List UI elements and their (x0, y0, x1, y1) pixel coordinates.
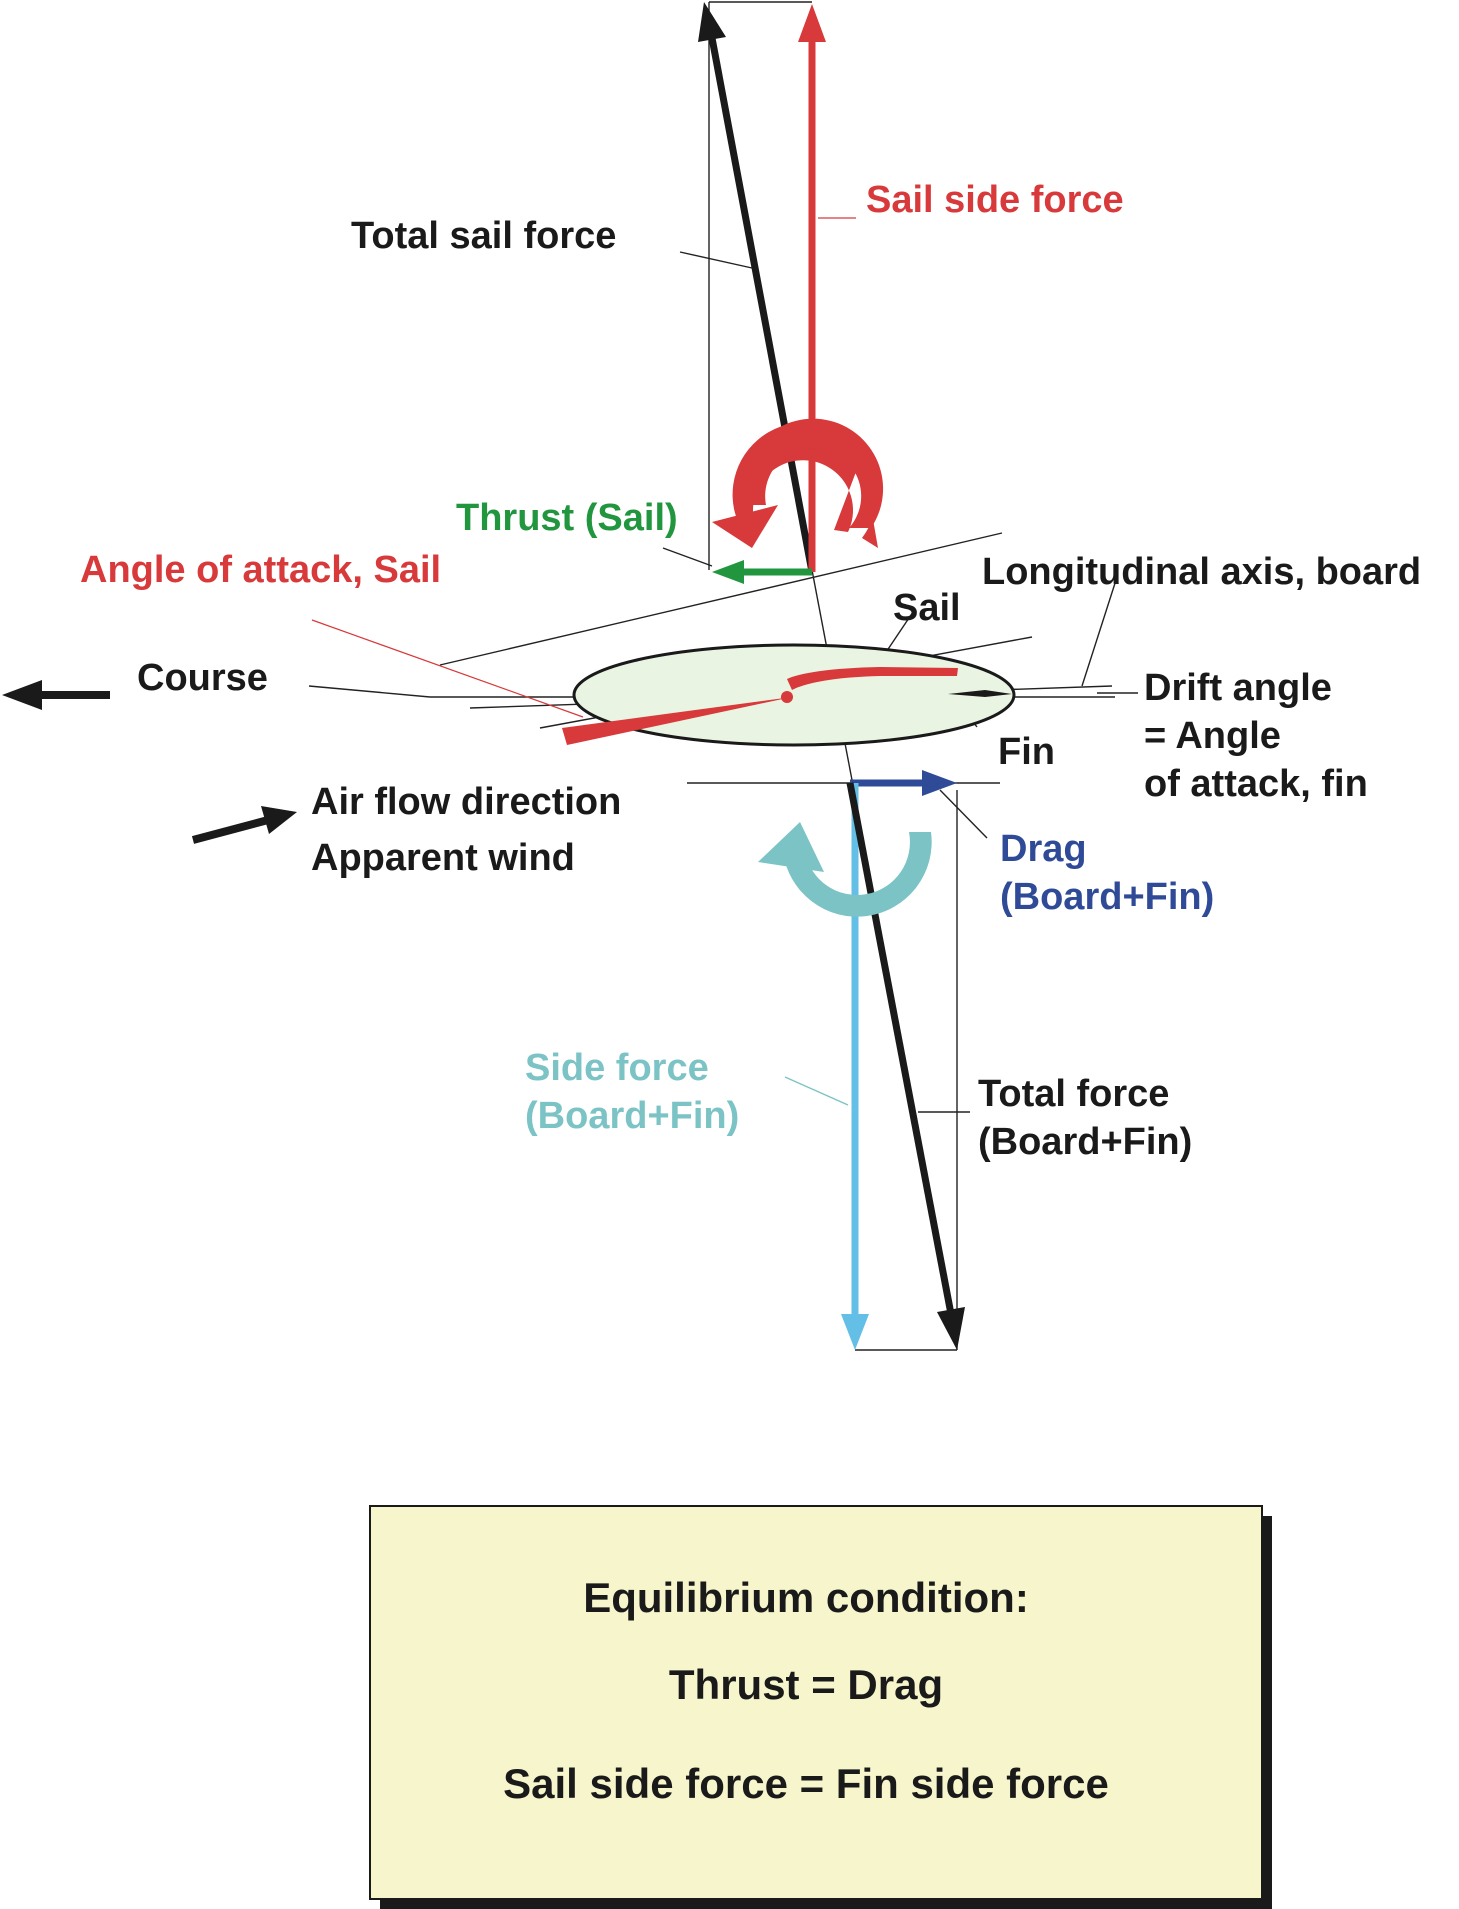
apparent-wind-line (439, 532, 1003, 666)
apparent-wind-arrow (191, 816, 270, 844)
equilibrium-line-2: Sail side force = Fin side force (503, 1760, 1109, 1807)
label-drag-2: (Board+Fin) (1000, 876, 1214, 918)
board-moment-ring (783, 832, 932, 917)
label-total-force-2: (Board+Fin) (978, 1121, 1192, 1163)
total-sail-force-leader (679, 251, 753, 269)
label-course: Course (137, 657, 268, 699)
board-outline (572, 643, 1016, 747)
course-leader (308, 685, 431, 698)
longitudinal-axis-leader (1081, 576, 1118, 687)
fin-shape (948, 690, 1012, 697)
thrust-leader (662, 547, 713, 567)
mast-foot (781, 691, 793, 703)
equilibrium-title: Equilibrium condition: (583, 1574, 1029, 1621)
sail-side-force-arrowhead (798, 4, 826, 42)
thrust-arrowhead (712, 560, 744, 584)
label-air-flow-1: Air flow direction (311, 781, 621, 823)
label-drift-angle-1: Drift angle (1144, 667, 1332, 709)
label-side-force-1: Side force (525, 1047, 709, 1089)
label-drag-1: Drag (1000, 828, 1087, 870)
force-arrows (2, 2, 965, 1350)
label-fin: Fin (998, 731, 1055, 773)
total-force-arrowhead (937, 1307, 965, 1350)
total-sail-force-arrow (708, 37, 816, 573)
side-force-leader (784, 1076, 849, 1106)
course-arrowhead (2, 680, 42, 710)
total-sail-force-arrowhead (698, 2, 726, 42)
apparent-wind-arrowhead (261, 806, 297, 834)
equilibrium-line-1: Thrust = Drag (669, 1661, 943, 1708)
rotation-arrows (712, 418, 932, 917)
total-force-arrow (846, 782, 955, 1315)
angle-of-attack-wedge (562, 697, 792, 745)
sail-moment-arrowhead (712, 505, 778, 548)
drag-arrowhead (922, 770, 957, 796)
label-longitudinal-axis: Longitudinal axis, board (982, 551, 1421, 593)
sail-profile (787, 667, 958, 690)
label-sail: Sail (893, 587, 961, 629)
label-thrust-sail: Thrust (Sail) (456, 497, 678, 539)
drag-leader (939, 789, 988, 839)
label-total-force-1: Total force (978, 1073, 1169, 1115)
label-drift-angle-3: of attack, fin (1144, 763, 1368, 805)
label-angle-of-attack-sail: Angle of attack, Sail (80, 549, 441, 591)
angle-of-attack-leader (311, 619, 584, 718)
board (562, 643, 1016, 747)
label-total-sail-force: Total sail force (351, 215, 616, 257)
label-side-force-2: (Board+Fin) (525, 1095, 739, 1137)
label-sail-side-force: Sail side force (866, 179, 1124, 221)
equilibrium-box: Equilibrium condition: Thrust = Drag Sai… (369, 1505, 1272, 1909)
label-drift-angle-2: = Angle (1144, 715, 1281, 757)
board-moment-arrowhead (758, 822, 824, 872)
equilibrium-box-panel (369, 1505, 1263, 1900)
sail-moment-ring (743, 418, 884, 528)
side-force-arrowhead (841, 1314, 869, 1350)
label-air-flow-2: Apparent wind (311, 837, 575, 879)
labels: Total sail force Sail side force Thrust … (80, 179, 1421, 1163)
